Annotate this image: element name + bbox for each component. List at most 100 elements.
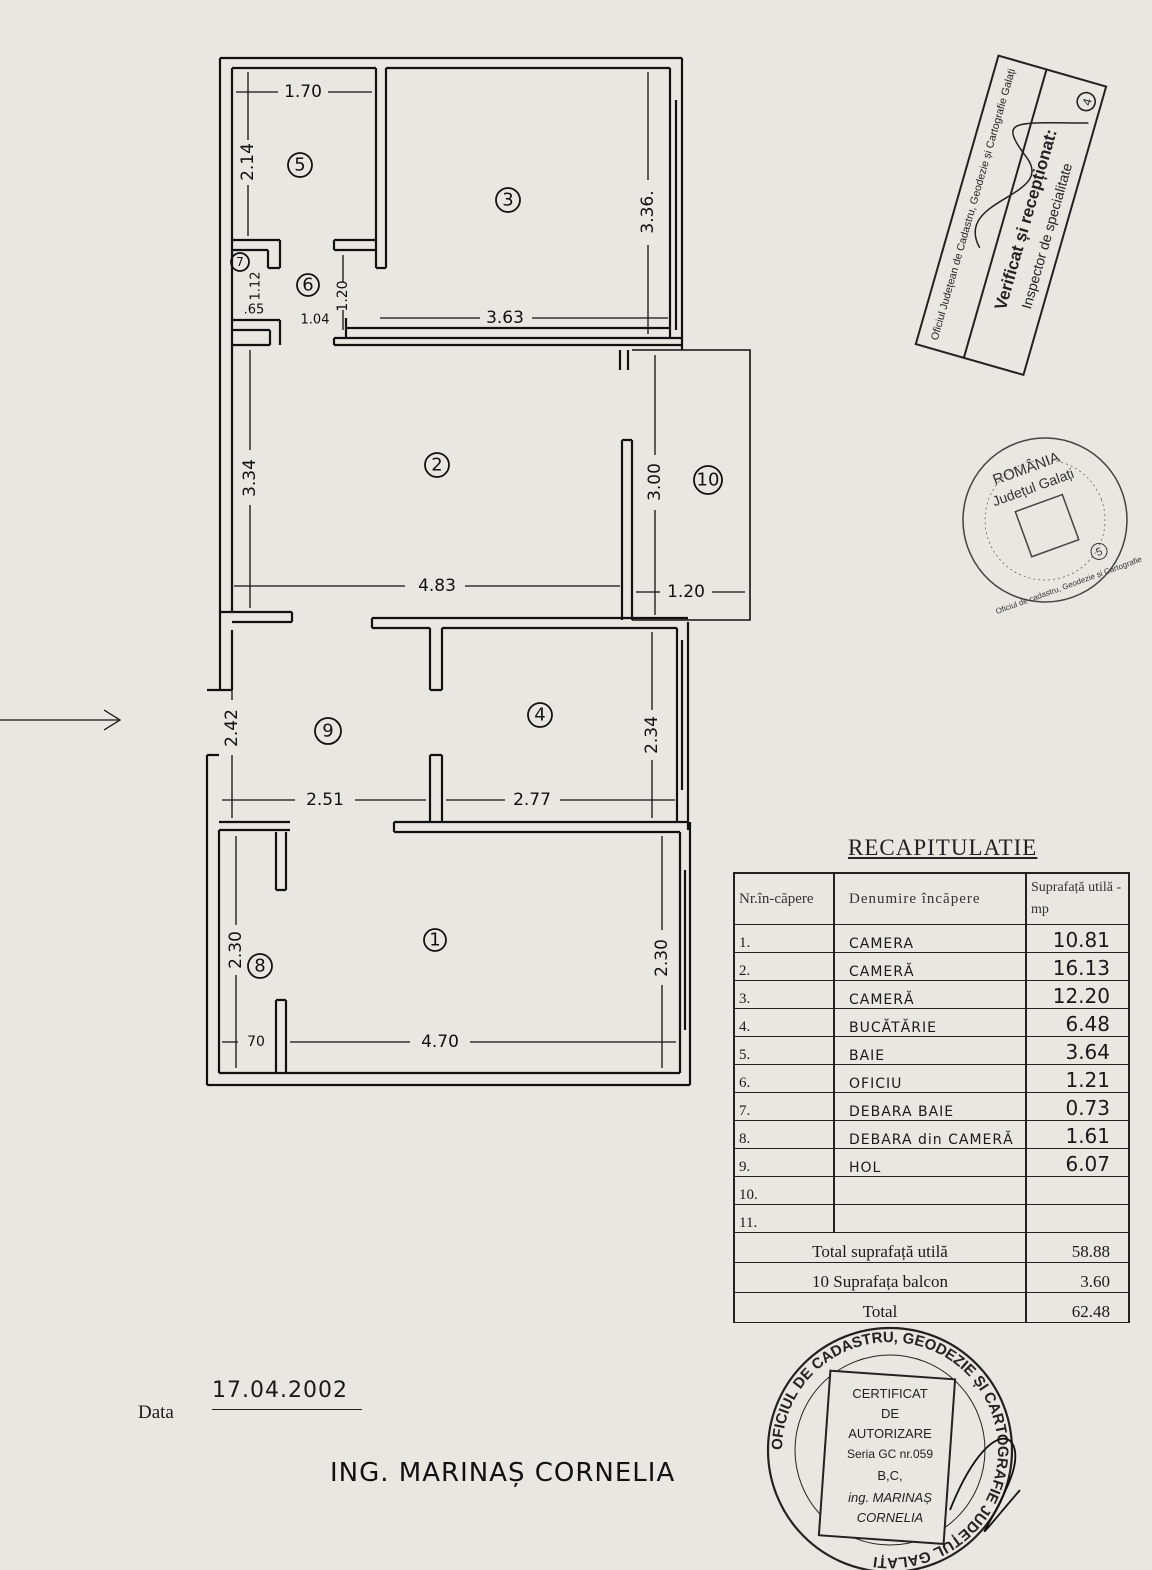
- dim-r8-width: 70: [247, 1034, 265, 1050]
- room-label-9: 9: [322, 721, 333, 742]
- coat-of-arms-icon: [1014, 493, 1080, 558]
- room-number: 6.: [734, 1064, 835, 1093]
- room-label-4: 4: [534, 705, 545, 726]
- grand-total-label: Total: [734, 1292, 1027, 1323]
- dim-r10-height: 3.00: [645, 463, 665, 501]
- signature: [949, 1437, 1021, 1533]
- room-label-7: 7: [236, 255, 244, 269]
- round-stamp-bottom: Oficiul de cadastru, Geodezie și Cartogr…: [995, 554, 1144, 616]
- certificate-line-5: B,C,: [877, 1468, 902, 1483]
- balcony-area-label: 10 Suprafața balcon: [734, 1262, 1027, 1293]
- room-name: CAMERA: [834, 924, 1027, 953]
- dim-r10-width: 1.20: [667, 582, 705, 602]
- room-label-3: 3: [502, 190, 513, 211]
- room-number: 4.: [734, 1008, 835, 1037]
- dim-r9-height: 2.42: [222, 709, 242, 747]
- room-label-10: 10: [697, 470, 720, 491]
- round-stamp: ROMÂNIA Județul Galați Oficiul de cadast…: [962, 437, 1144, 616]
- verification-stamp: Oficiul Județean de Cadastru, Geodezie ș…: [914, 54, 1108, 377]
- dim-r3-height: 3.36.: [638, 190, 658, 233]
- room-name: HOL: [834, 1148, 1027, 1177]
- room-name: BUCĂTĂRIE: [834, 1008, 1027, 1037]
- recap-row: 11.: [734, 1204, 1129, 1233]
- room-number: 10.: [734, 1176, 835, 1205]
- dim-r4-height: 2.34: [642, 716, 662, 754]
- certificate-line-2: DE: [881, 1406, 899, 1421]
- room-area: 1.21: [1026, 1064, 1129, 1093]
- dim-r5-width: 1.70: [284, 82, 322, 102]
- room-number: 8.: [734, 1120, 835, 1149]
- room-name: OFICIU: [834, 1064, 1027, 1093]
- dim-r2-width: 4.83: [418, 576, 456, 596]
- room-area: 10.81: [1026, 924, 1129, 953]
- room-number: 3.: [734, 980, 835, 1009]
- header-room-number: Nr.în-căpere: [734, 873, 835, 925]
- room-name: [834, 1204, 1027, 1233]
- room-name: CAMERĂ: [834, 980, 1027, 1009]
- room-area: [1026, 1176, 1129, 1205]
- room-label-2: 2: [431, 455, 442, 476]
- recap-table: Nr.în-căpere Denumire încăpere Suprafață…: [733, 872, 1130, 1323]
- grand-total-value: 62.48: [1026, 1292, 1129, 1323]
- balcony-area-value: 3.60: [1026, 1262, 1129, 1293]
- room-area: 1.61: [1026, 1120, 1129, 1149]
- dim-r5-height: 2.14: [238, 143, 258, 181]
- room-label-5: 5: [294, 155, 305, 176]
- dim-r1-height: 2.30: [652, 939, 672, 977]
- dim-r1-width: 4.70: [421, 1032, 459, 1052]
- room-area: 6.48: [1026, 1008, 1129, 1037]
- recap-title: RECAPITULATIE: [848, 835, 1038, 860]
- recap-header-row: Nr.în-căpere Denumire încăpere Suprafață…: [734, 873, 1129, 925]
- room-number: 9.: [734, 1148, 835, 1177]
- recap-row: 10.: [734, 1176, 1129, 1205]
- room-area: 3.64: [1026, 1036, 1129, 1065]
- room-area: 16.13: [1026, 952, 1129, 981]
- room-circles: [230, 152, 723, 979]
- dim-r4-width: 2.77: [513, 790, 551, 810]
- room-label-1: 1: [429, 930, 440, 951]
- signature: [974, 122, 1089, 249]
- signer-name: ING. MARINAȘ CORNELIA: [330, 1458, 676, 1488]
- total-usable-value: 58.88: [1026, 1232, 1129, 1263]
- room-number: 2.: [734, 952, 835, 981]
- total-usable-label: Total suprafață utilă: [734, 1232, 1027, 1263]
- room-name: CAMERĂ: [834, 952, 1027, 981]
- dim-r3-width: 3.63: [486, 308, 524, 328]
- dim-r7-width: .65: [244, 303, 265, 318]
- certificate-line-1: CERTIFICAT: [852, 1386, 927, 1401]
- room-name: [834, 1176, 1027, 1205]
- walls: [205, 56, 751, 1087]
- header-room-name: Denumire încăpere: [834, 873, 1027, 925]
- room-area: 12.20: [1026, 980, 1129, 1009]
- room-area: 6.07: [1026, 1148, 1129, 1177]
- certificate-line-4: Seria GC nr.059: [847, 1447, 933, 1461]
- certificate-stamp: OFICIUL DE CADASTRU, GEODEZIE ȘI CARTOGR…: [766, 1326, 1021, 1570]
- room-number: 7.: [734, 1092, 835, 1121]
- header-area: Suprafață utilă - mp: [1026, 873, 1129, 925]
- room-name: BAIE: [834, 1036, 1027, 1065]
- dim-r8-height: 2.30: [226, 931, 246, 969]
- dim-r2-height: 3.34: [240, 459, 260, 497]
- room-area: [1026, 1204, 1129, 1233]
- room-number: 5.: [734, 1036, 835, 1065]
- room-name: DEBARA BAIE: [834, 1092, 1027, 1121]
- room-name: DEBARA din CAMERĂ: [834, 1120, 1027, 1149]
- date-label: Data: [138, 1402, 174, 1423]
- dim-r6-width: 1.04: [301, 313, 330, 328]
- certificate-line-3: AUTORIZARE: [848, 1426, 932, 1441]
- dimension-lines: [0, 72, 745, 1068]
- certificate-line-7: CORNELIA: [857, 1510, 923, 1525]
- room-number: 1.: [734, 924, 835, 953]
- room-number: 11.: [734, 1204, 835, 1233]
